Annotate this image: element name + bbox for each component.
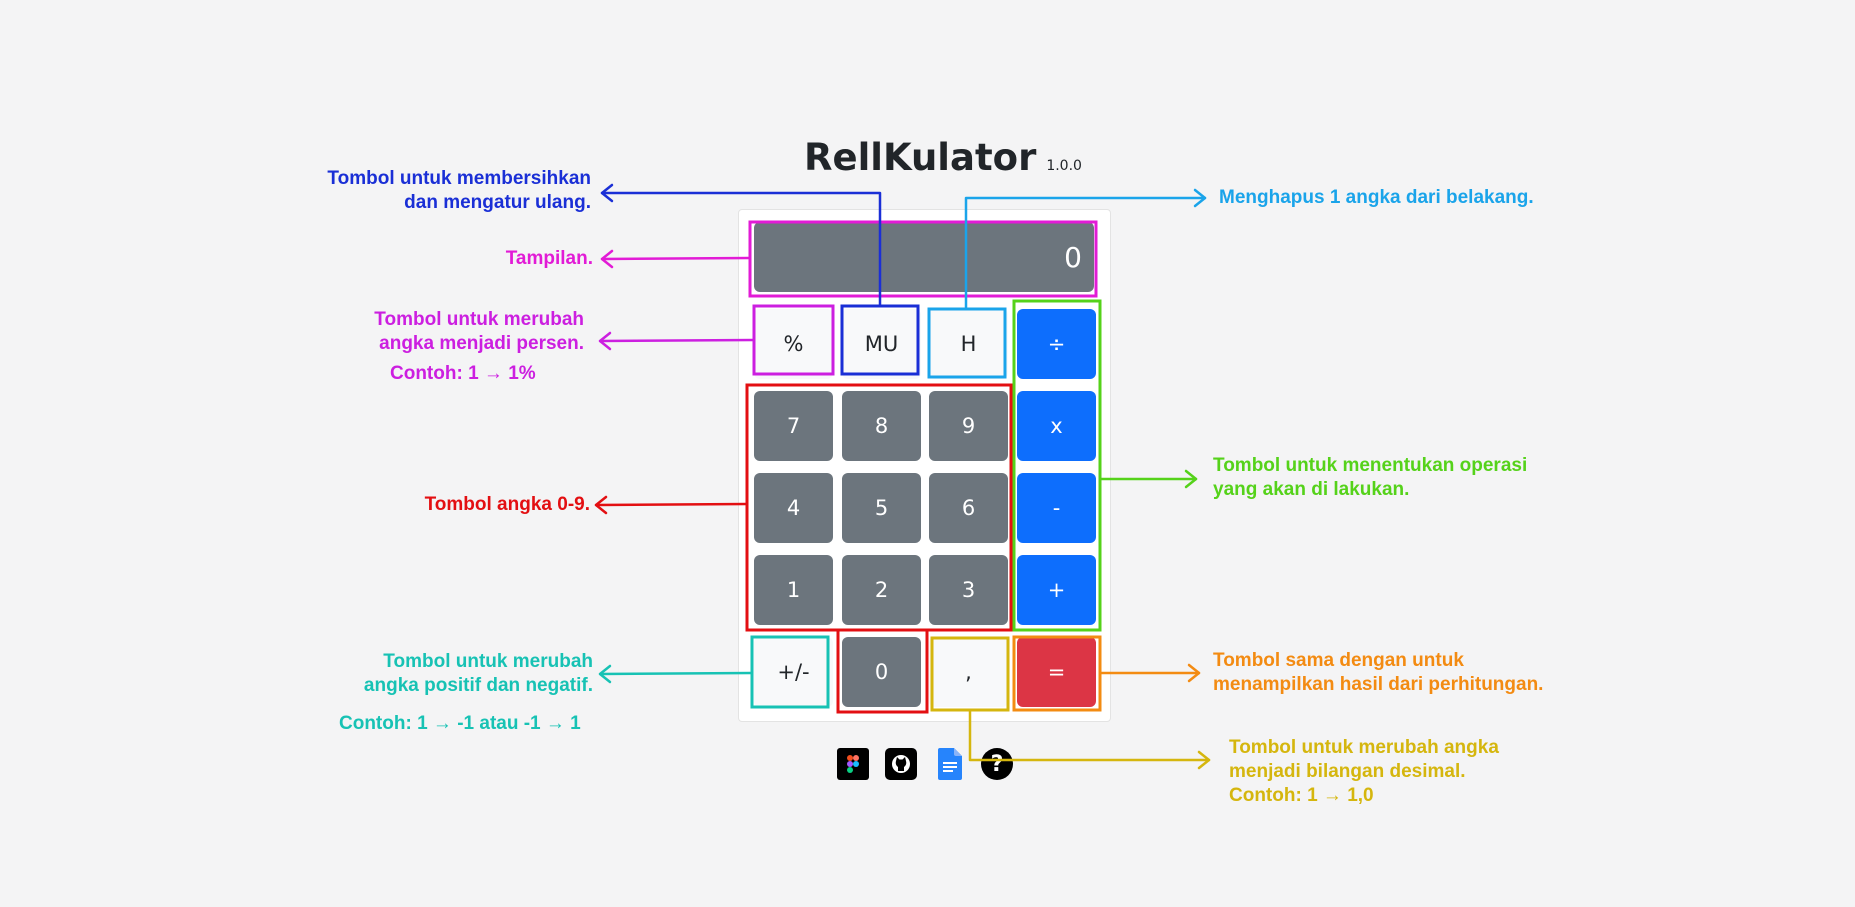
github-icon[interactable] bbox=[885, 748, 917, 780]
equals-annotation-line2: menampilkan hasil dari perhitungan. bbox=[1213, 674, 1544, 695]
app-title: RellKulator 1.0.0 bbox=[804, 136, 1082, 186]
negate-example: Contoh: 1 → -1 atau -1 → 1 bbox=[339, 713, 581, 734]
delete-button[interactable]: H bbox=[929, 309, 1008, 379]
percent-example: Contoh: 1 → 1% bbox=[390, 363, 536, 384]
multiply-button[interactable]: x bbox=[1017, 391, 1096, 461]
figma-logo bbox=[847, 755, 859, 773]
negate-annotation-line1: Tombol untuk merubah bbox=[383, 651, 593, 672]
percent-annotation: Tombol untuk merubah angka menjadi perse… bbox=[374, 308, 584, 356]
negate-annotation-line2: angka positif dan negatif. bbox=[363, 675, 593, 696]
percent-button[interactable]: % bbox=[754, 309, 833, 379]
app-title-text: RellKulator bbox=[804, 136, 1037, 179]
decimal-annotation-line2: menjadi bilangan desimal. bbox=[1229, 761, 1466, 782]
digit-4-button[interactable]: 4 bbox=[754, 473, 833, 543]
digit-7-button[interactable]: 7 bbox=[754, 391, 833, 461]
digit-9-button[interactable]: 9 bbox=[929, 391, 1008, 461]
decimal-annotation-line1: Tombol untuk merubah angka bbox=[1229, 737, 1499, 758]
equals-annotation: Tombol sama dengan untuk menampilkan has… bbox=[1213, 649, 1543, 697]
digit-3-button[interactable]: 3 bbox=[929, 555, 1008, 625]
digit-1-button[interactable]: 1 bbox=[754, 555, 833, 625]
clear-annotation: Tombol untuk membersihkan dan mengatur u… bbox=[327, 167, 591, 215]
decimal-annotation-example: Contoh: 1 → 1,0 bbox=[1229, 785, 1374, 806]
numbers-arrow bbox=[594, 502, 749, 507]
github-logo bbox=[892, 755, 910, 773]
google-docs-logo bbox=[938, 748, 962, 780]
digit-5-button[interactable]: 5 bbox=[842, 473, 921, 543]
negate-button[interactable]: +/- bbox=[754, 637, 833, 707]
plus-button[interactable]: + bbox=[1017, 555, 1096, 625]
negate-arrow bbox=[598, 671, 754, 676]
app-version: 1.0.0 bbox=[1046, 158, 1082, 174]
digit-0-button[interactable]: 0 bbox=[842, 637, 921, 707]
help-icon[interactable]: ? bbox=[981, 748, 1013, 780]
decimal-annotation: Tombol untuk merubah angka menjadi bilan… bbox=[1229, 736, 1499, 808]
equals-annotation-line1: Tombol sama dengan untuk bbox=[1213, 650, 1464, 671]
operators-annotation-line1: Tombol untuk menentukan operasi bbox=[1213, 455, 1528, 476]
divide-button[interactable]: ÷ bbox=[1017, 309, 1096, 379]
delete-annotation: Menghapus 1 angka dari belakang. bbox=[1219, 187, 1534, 208]
operators-annotation-line2: yang akan di lakukan. bbox=[1213, 479, 1410, 500]
display-arrow bbox=[600, 256, 752, 261]
clear-button[interactable]: MU bbox=[842, 309, 921, 379]
calculator-display: 0 bbox=[754, 222, 1094, 292]
clear-annotation-line2: dan mengatur ulang. bbox=[404, 192, 591, 213]
minus-button[interactable]: - bbox=[1017, 473, 1096, 543]
numbers-annotation: Tombol angka 0-9. bbox=[424, 494, 590, 515]
digit-6-button[interactable]: 6 bbox=[929, 473, 1008, 543]
docs-icon[interactable] bbox=[934, 748, 966, 780]
percent-annotation-line2: angka menjadi persen. bbox=[379, 333, 584, 354]
percent-annotation-line1: Tombol untuk merubah bbox=[374, 309, 584, 330]
equals-button[interactable]: = bbox=[1017, 637, 1096, 707]
percent-arrow bbox=[598, 338, 756, 343]
figma-icon[interactable] bbox=[837, 748, 869, 780]
digit-2-button[interactable]: 2 bbox=[842, 555, 921, 625]
negate-annotation: Tombol untuk merubah angka positif dan n… bbox=[364, 650, 593, 698]
clear-annotation-line1: Tombol untuk membersihkan bbox=[327, 168, 591, 189]
operators-annotation: Tombol untuk menentukan operasi yang aka… bbox=[1213, 454, 1527, 502]
digit-8-button[interactable]: 8 bbox=[842, 391, 921, 461]
display-annotation: Tampilan. bbox=[505, 248, 593, 269]
decimal-button[interactable]: , bbox=[929, 637, 1008, 707]
